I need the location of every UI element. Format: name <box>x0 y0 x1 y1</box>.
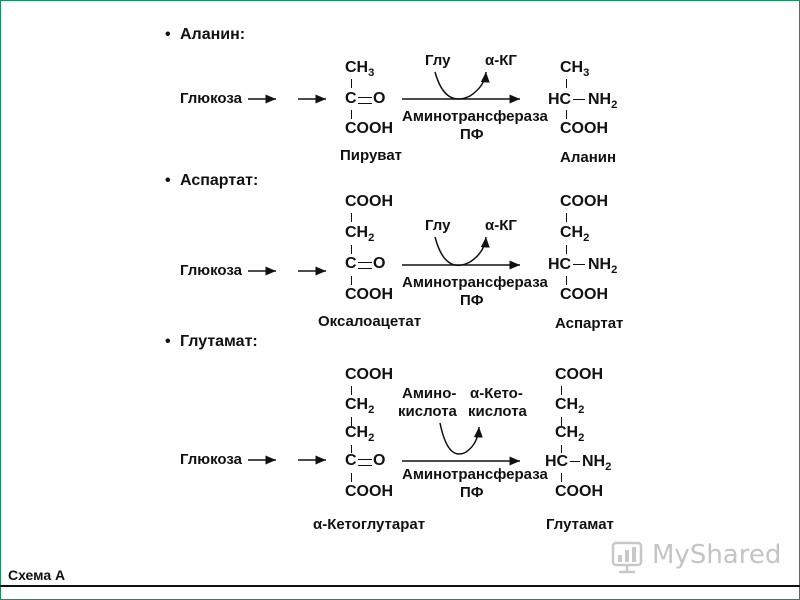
bond-line <box>351 79 352 88</box>
glutamate-label: Глутамат <box>546 516 614 533</box>
bullet-aspartate: • <box>165 172 171 189</box>
bottom-rule <box>0 585 800 587</box>
source-glucose-3: Глюкоза <box>180 451 242 468</box>
bond-line <box>566 245 567 254</box>
double-bond <box>358 262 372 269</box>
bond-line <box>351 110 352 119</box>
enzyme-2: Аминотрансфераза <box>402 274 548 291</box>
bullet-glutamate: • <box>165 333 171 350</box>
aspartate-cooh-top: COOH <box>560 193 608 210</box>
aketoglutarate-ch2-b: CH2 <box>345 424 375 444</box>
aketoglutarate-ch2-a: CH2 <box>345 396 375 416</box>
bond-line <box>351 276 352 285</box>
aketoglutarate-cooh: COOH <box>345 483 393 500</box>
alanine-ch3: CH3 <box>560 59 590 79</box>
aspartate-hc: HC <box>548 256 572 273</box>
aspartate-label: Аспартат <box>555 315 624 332</box>
pyruvate-label: Пируват <box>340 147 403 164</box>
aspartate-ch2: CH2 <box>560 224 590 244</box>
enzyme-1: Аминотрансфераза <box>402 108 548 125</box>
bond-line <box>573 99 585 100</box>
bond-line <box>566 110 567 119</box>
aspartate-cooh: COOH <box>560 286 608 303</box>
cofactor-3: ПФ <box>460 484 484 501</box>
bond-line <box>566 213 567 222</box>
pyruvate-c: C <box>345 90 357 107</box>
cofactor-2: ПФ <box>460 292 484 309</box>
glutamate-cooh-top: COOH <box>555 366 603 383</box>
watermark-text: MyShared <box>652 540 782 570</box>
bond-line <box>351 386 352 395</box>
bond-line <box>351 213 352 222</box>
enzyme-3: Аминотрансфераза <box>402 466 548 483</box>
oxaloacetate-o: O <box>373 255 386 272</box>
bond-line <box>351 417 352 426</box>
cosub-akg-1: α-КГ <box>485 52 517 69</box>
cosub-akg-2: α-КГ <box>485 217 517 234</box>
cosub-glu-2: Глу <box>425 217 451 234</box>
aketoglutarate-o: O <box>373 452 386 469</box>
bond-line <box>566 276 567 285</box>
bond-line <box>561 473 562 482</box>
glutamate-hc: HC <box>545 453 569 470</box>
oxaloacetate-cooh-top: COOH <box>345 193 393 210</box>
glutamate-cooh: COOH <box>555 483 603 500</box>
bond-line <box>566 79 567 88</box>
glutamate-ch2-b: CH2 <box>555 424 585 444</box>
cosubstrate-curve <box>439 422 483 455</box>
oxaloacetate-label: Оксалоацетат <box>318 313 422 330</box>
source-glucose-1: Глюкоза <box>180 90 242 107</box>
alanine-cooh: COOH <box>560 120 608 137</box>
cosub-amino-2: кислота <box>398 403 457 420</box>
source-glucose-2: Глюкоза <box>180 262 242 279</box>
heading-alanine: Аланин: <box>180 26 246 43</box>
watermark-logo-icon <box>611 541 643 574</box>
cosubstrate-curve <box>434 71 490 100</box>
alanine-nh2: NH2 <box>588 91 618 111</box>
aketoglutarate-c: C <box>345 452 357 469</box>
cosubstrate-curve <box>434 236 490 267</box>
bond-line <box>561 386 562 395</box>
bond-line <box>561 445 562 453</box>
bullet-alanine: • <box>165 26 171 43</box>
alanine-hc: HC <box>548 91 572 108</box>
aspartate-nh2: NH2 <box>588 256 618 276</box>
scheme-caption: Схема А <box>8 567 66 583</box>
aketoglutarate-cooh-top: COOH <box>345 366 393 383</box>
double-bond <box>358 97 372 104</box>
double-bond <box>358 459 372 466</box>
cosub-keto-2: кислота <box>468 403 527 420</box>
pyruvate-o: O <box>373 90 386 107</box>
alanine-label: Аланин <box>560 149 617 166</box>
cosub-glu-1: Глу <box>425 52 451 69</box>
glutamate-nh2: NH2 <box>582 453 612 473</box>
heading-aspartate: Аспартат: <box>180 172 259 189</box>
heading-glutamate: Глутамат: <box>180 333 258 350</box>
oxaloacetate-cooh: COOH <box>345 286 393 303</box>
aketoglutarate-label: α-Кетоглутарат <box>313 516 426 533</box>
cofactor-1: ПФ <box>460 126 484 143</box>
glutamate-ch2-a: CH2 <box>555 396 585 416</box>
oxaloacetate-c: C <box>345 255 357 272</box>
cosub-keto-1: α-Кето- <box>470 385 523 402</box>
bond-line <box>561 417 562 426</box>
bond-line <box>570 461 580 462</box>
pyruvate-ch3: CH3 <box>345 59 375 79</box>
cosub-amino-1: Амино- <box>402 385 457 402</box>
oxaloacetate-ch2: CH2 <box>345 224 375 244</box>
bond-line <box>351 445 352 453</box>
pyruvate-cooh: COOH <box>345 120 393 137</box>
bond-line <box>351 245 352 254</box>
bond-line <box>573 264 585 265</box>
bond-line <box>351 473 352 482</box>
